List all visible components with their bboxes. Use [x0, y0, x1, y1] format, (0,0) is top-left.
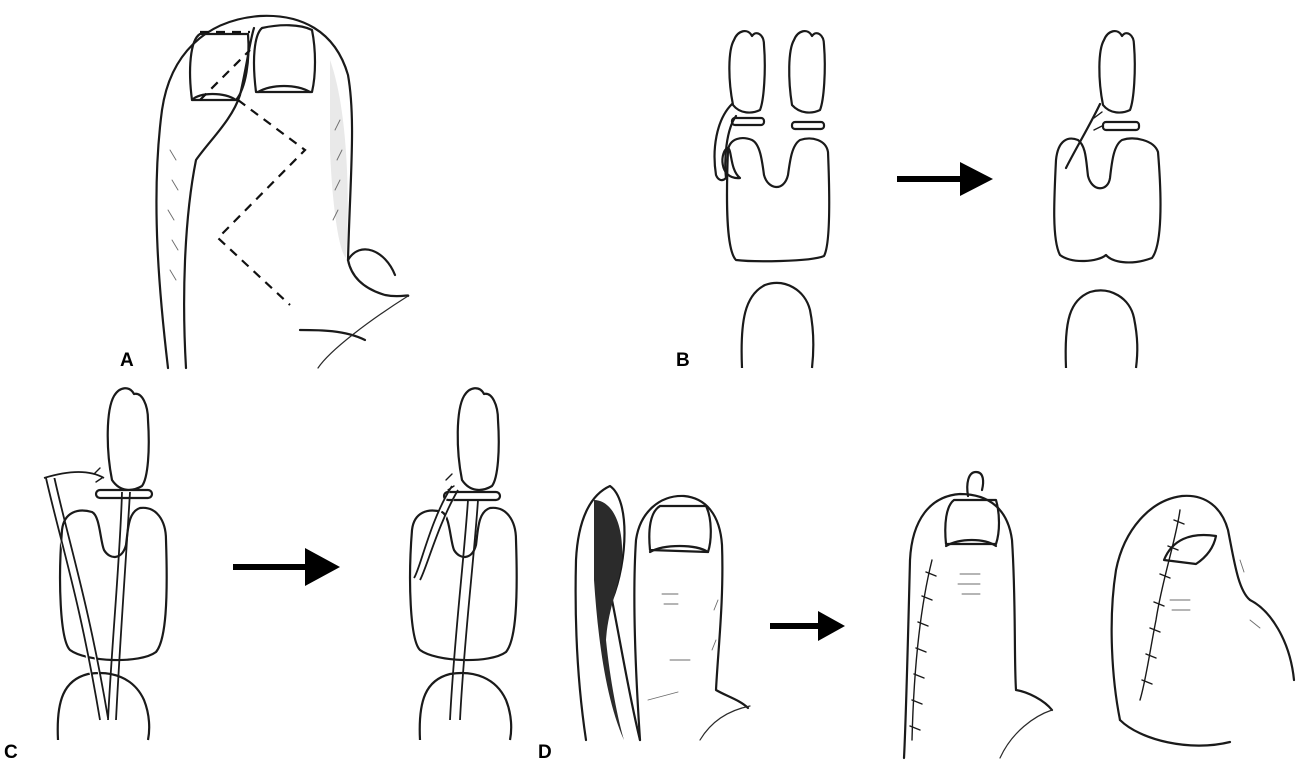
panel-b-bone-diagram: B — [676, 31, 1160, 371]
distal-phalanx-left-radial — [789, 31, 825, 112]
proximal-phalanx-left — [727, 138, 829, 261]
panel-d-thumb-reconstruction: D — [538, 472, 1294, 762]
distal-phalanx-reconstructed — [1099, 31, 1134, 112]
panel-label-d: D — [538, 742, 552, 762]
panel-label-c: C — [4, 742, 18, 762]
metacarpal-head-c-left — [58, 673, 149, 740]
metacarpal-head-left — [742, 283, 814, 368]
proximal-phalanx-c-right — [410, 508, 517, 660]
thumbnail-d-middle — [945, 500, 999, 544]
panel-label-b: B — [676, 350, 690, 371]
distal-phalanx-c-right — [458, 388, 499, 490]
distal-phalanx-c-left — [108, 388, 149, 490]
panel-a-duplicated-thumb-drawing: A — [120, 16, 408, 371]
panel-b-arrow — [897, 162, 993, 196]
metacarpal-head-right — [1066, 290, 1138, 368]
distal-phalanx-left-ulnar — [729, 31, 764, 112]
panel-c-arrow — [233, 548, 340, 586]
panel-c-tendon-diagram: C — [4, 388, 517, 762]
panel-label-a: A — [120, 350, 134, 371]
panel-d-arrow — [770, 611, 845, 641]
skin-flap-graft — [594, 500, 624, 740]
metacarpal-head-c-right — [420, 673, 511, 740]
proximal-phalanx-reconstructed — [1054, 139, 1160, 263]
